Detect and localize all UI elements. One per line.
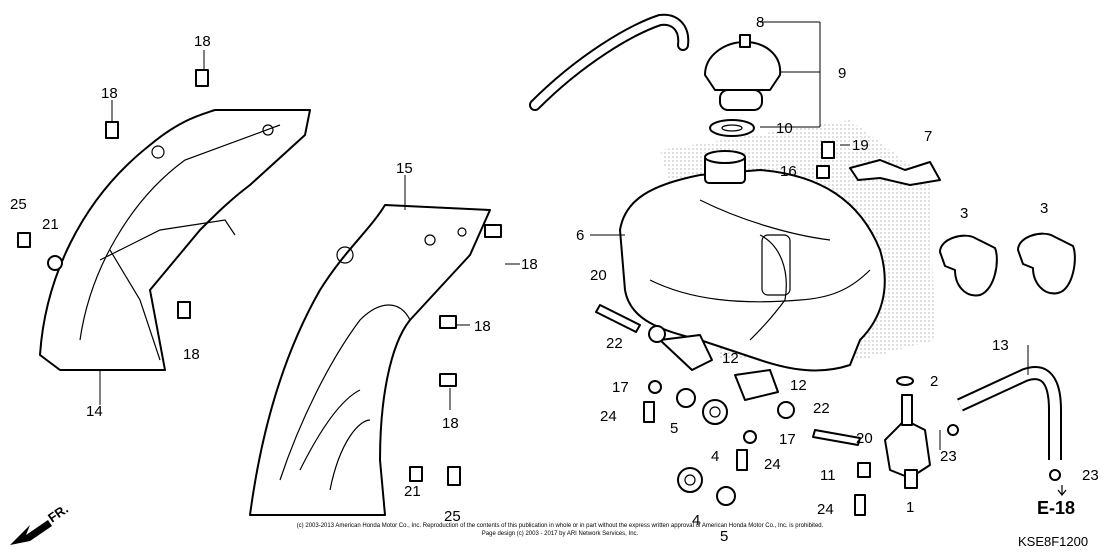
bracket-part-12a[interactable] (659, 334, 713, 371)
callout-17a[interactable]: 17 (612, 379, 629, 396)
callout-13[interactable]: 13 (992, 337, 1009, 354)
callout-3a[interactable]: 3 (960, 205, 968, 222)
fuel-line-part-13[interactable] (957, 366, 1062, 460)
callout-18d[interactable]: 18 (521, 256, 538, 273)
bolt-part-18e[interactable] (439, 315, 457, 329)
breather-hose-part-8[interactable] (529, 13, 690, 111)
callout-24c[interactable]: 24 (817, 501, 834, 518)
callout-18b[interactable]: 18 (101, 85, 118, 102)
callout-23b[interactable]: 23 (1082, 467, 1099, 484)
reference-arrow-icon (1057, 485, 1067, 496)
reference-tag[interactable]: E-18 (1037, 498, 1075, 518)
bolt-part-24b[interactable] (736, 449, 748, 471)
callout-6[interactable]: 6 (576, 227, 584, 244)
bracket-part-12b[interactable] (734, 369, 779, 401)
bolt-part-18a[interactable] (195, 69, 209, 87)
callout-14[interactable]: 14 (86, 403, 103, 420)
callout-20b[interactable]: 20 (856, 430, 873, 447)
callout-21a[interactable]: 21 (42, 216, 59, 233)
callout-12a[interactable]: 12 (722, 350, 739, 367)
bolt-part-24c[interactable] (854, 494, 866, 516)
washer-part-22b[interactable] (777, 401, 795, 419)
nut-part-17b[interactable] (743, 430, 757, 444)
callout-25b[interactable]: 25 (444, 508, 461, 525)
callout-25a[interactable]: 25 (10, 196, 27, 213)
washer-part-22a[interactable] (648, 325, 666, 343)
callout-24a[interactable]: 24 (600, 408, 617, 425)
copyright-line-1: (c) 2003-2013 American Honda Motor Co., … (297, 523, 824, 529)
collar-part-21a[interactable] (47, 255, 63, 271)
clip-part-23b[interactable] (1049, 469, 1061, 481)
bolt-part-24a[interactable] (643, 401, 655, 423)
rubber-mount-part-4a[interactable] (702, 399, 728, 425)
callout-20a[interactable]: 20 (590, 267, 607, 284)
clip-part-23a[interactable] (947, 424, 959, 436)
callout-15[interactable]: 15 (396, 160, 413, 177)
bolt-part-18d[interactable] (484, 224, 502, 238)
callout-18f[interactable]: 18 (442, 415, 459, 432)
callout-18c[interactable]: 18 (183, 346, 200, 363)
callout-9[interactable]: 9 (838, 65, 846, 82)
bolt-part-25b[interactable] (447, 466, 461, 486)
callout-4a[interactable]: 4 (711, 448, 719, 465)
callout-2[interactable]: 2 (930, 373, 938, 390)
bolt-part-19[interactable] (821, 141, 835, 159)
rubber-mount-part-4b[interactable] (677, 467, 703, 493)
bolt-part-18b[interactable] (105, 121, 119, 139)
cap-gasket-part-10[interactable] (709, 119, 755, 137)
bolt-part-18c[interactable] (177, 301, 191, 319)
collar-part-16[interactable] (816, 165, 830, 179)
copyright-line-2: Page design (c) 2003 - 2017 by ARI Netwo… (482, 531, 639, 537)
callout-16[interactable]: 16 (780, 163, 797, 180)
left-shroud-part-14[interactable] (39, 109, 311, 371)
callout-5b[interactable]: 5 (720, 528, 728, 545)
bolt-part-25a[interactable] (17, 232, 31, 248)
callout-22a[interactable]: 22 (606, 335, 623, 352)
fuel-valve-part-1[interactable] (884, 394, 931, 489)
callout-19[interactable]: 19 (852, 137, 869, 154)
callout-23a[interactable]: 23 (940, 448, 957, 465)
washer-part-2[interactable] (896, 376, 914, 386)
collar-part-5a[interactable] (676, 388, 696, 408)
leader-lines (99, 21, 1029, 450)
callout-1[interactable]: 1 (906, 499, 914, 516)
bolt-part-11[interactable] (857, 462, 871, 478)
bolt-part-20b[interactable] (812, 429, 861, 446)
fuel-tank-part-6[interactable] (619, 150, 886, 372)
diagram-code: KSE8F1200 (1018, 534, 1088, 549)
clip-part-3b[interactable] (1017, 232, 1076, 295)
fuel-cap-part-9[interactable] (704, 34, 782, 111)
callout-12b[interactable]: 12 (790, 377, 807, 394)
clip-part-3a[interactable] (939, 234, 998, 297)
callout-18e[interactable]: 18 (474, 318, 491, 335)
callout-22b[interactable]: 22 (813, 400, 830, 417)
callout-24b[interactable]: 24 (764, 456, 781, 473)
nut-part-17a[interactable] (648, 380, 662, 394)
front-direction-arrow-icon (10, 520, 52, 545)
bolt-part-20a[interactable] (595, 304, 641, 333)
callout-4b[interactable]: 4 (692, 512, 700, 529)
bolt-part-18f[interactable] (439, 373, 457, 387)
callout-21b[interactable]: 21 (404, 483, 421, 500)
bracket-part-7[interactable] (849, 159, 941, 186)
callout-11[interactable]: 11 (820, 467, 836, 484)
callout-18a[interactable]: 18 (194, 33, 211, 50)
callout-5a[interactable]: 5 (670, 420, 678, 437)
collar-part-5b[interactable] (716, 486, 736, 506)
callout-labels: 1 2 3 3 4 4 5 5 6 7 8 9 10 11 12 12 13 1… (10, 14, 1099, 545)
callout-10[interactable]: 10 (776, 120, 793, 137)
callout-7[interactable]: 7 (924, 128, 932, 145)
collar-part-21b[interactable] (409, 466, 423, 482)
callout-17b[interactable]: 17 (779, 431, 796, 448)
center-cover-part-15[interactable] (249, 204, 491, 516)
callout-8[interactable]: 8 (756, 14, 764, 31)
callout-3b[interactable]: 3 (1040, 200, 1048, 217)
